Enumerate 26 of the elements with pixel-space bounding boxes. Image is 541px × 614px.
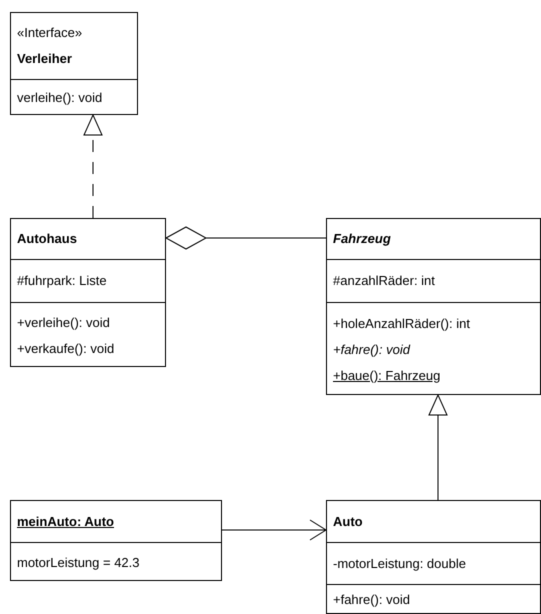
operation-text: verleihe(): void (17, 90, 102, 105)
attribute-text: motorLeistung = 42.3 (17, 554, 140, 570)
generalization-arrow (428, 394, 448, 500)
class-box (326, 500, 541, 614)
object-name: meinAuto: Auto (17, 514, 114, 528)
operation-text: +verleihe(): void (17, 314, 110, 330)
operation-text: +holeAnzahlRäder(): int (333, 316, 470, 330)
operation-text: +fahre(): void (333, 342, 410, 356)
class-name: Auto (333, 514, 363, 528)
attribute-text: -motorLeistung: double (333, 556, 466, 570)
aggregation-line (166, 226, 326, 250)
class-name: Fahrzeug (333, 231, 391, 246)
operation-text: +fahre(): void (333, 592, 410, 607)
operation-text: +verkaufe(): void (17, 340, 114, 356)
stereotype-label: «Interface» (17, 25, 82, 40)
class-box (10, 218, 166, 367)
realization-arrow (84, 114, 102, 218)
class-name: Autohaus (17, 231, 77, 246)
operation-text: +baue(): Fahrzeug (333, 368, 440, 382)
attribute-text: #fuhrpark: Liste (17, 273, 107, 288)
attribute-text: #anzahlRäder: int (333, 273, 435, 288)
class-box (10, 500, 222, 581)
class-name: Verleiher (17, 51, 72, 66)
class-box (10, 12, 138, 115)
class-box (326, 218, 541, 395)
association-arrow (222, 520, 326, 540)
